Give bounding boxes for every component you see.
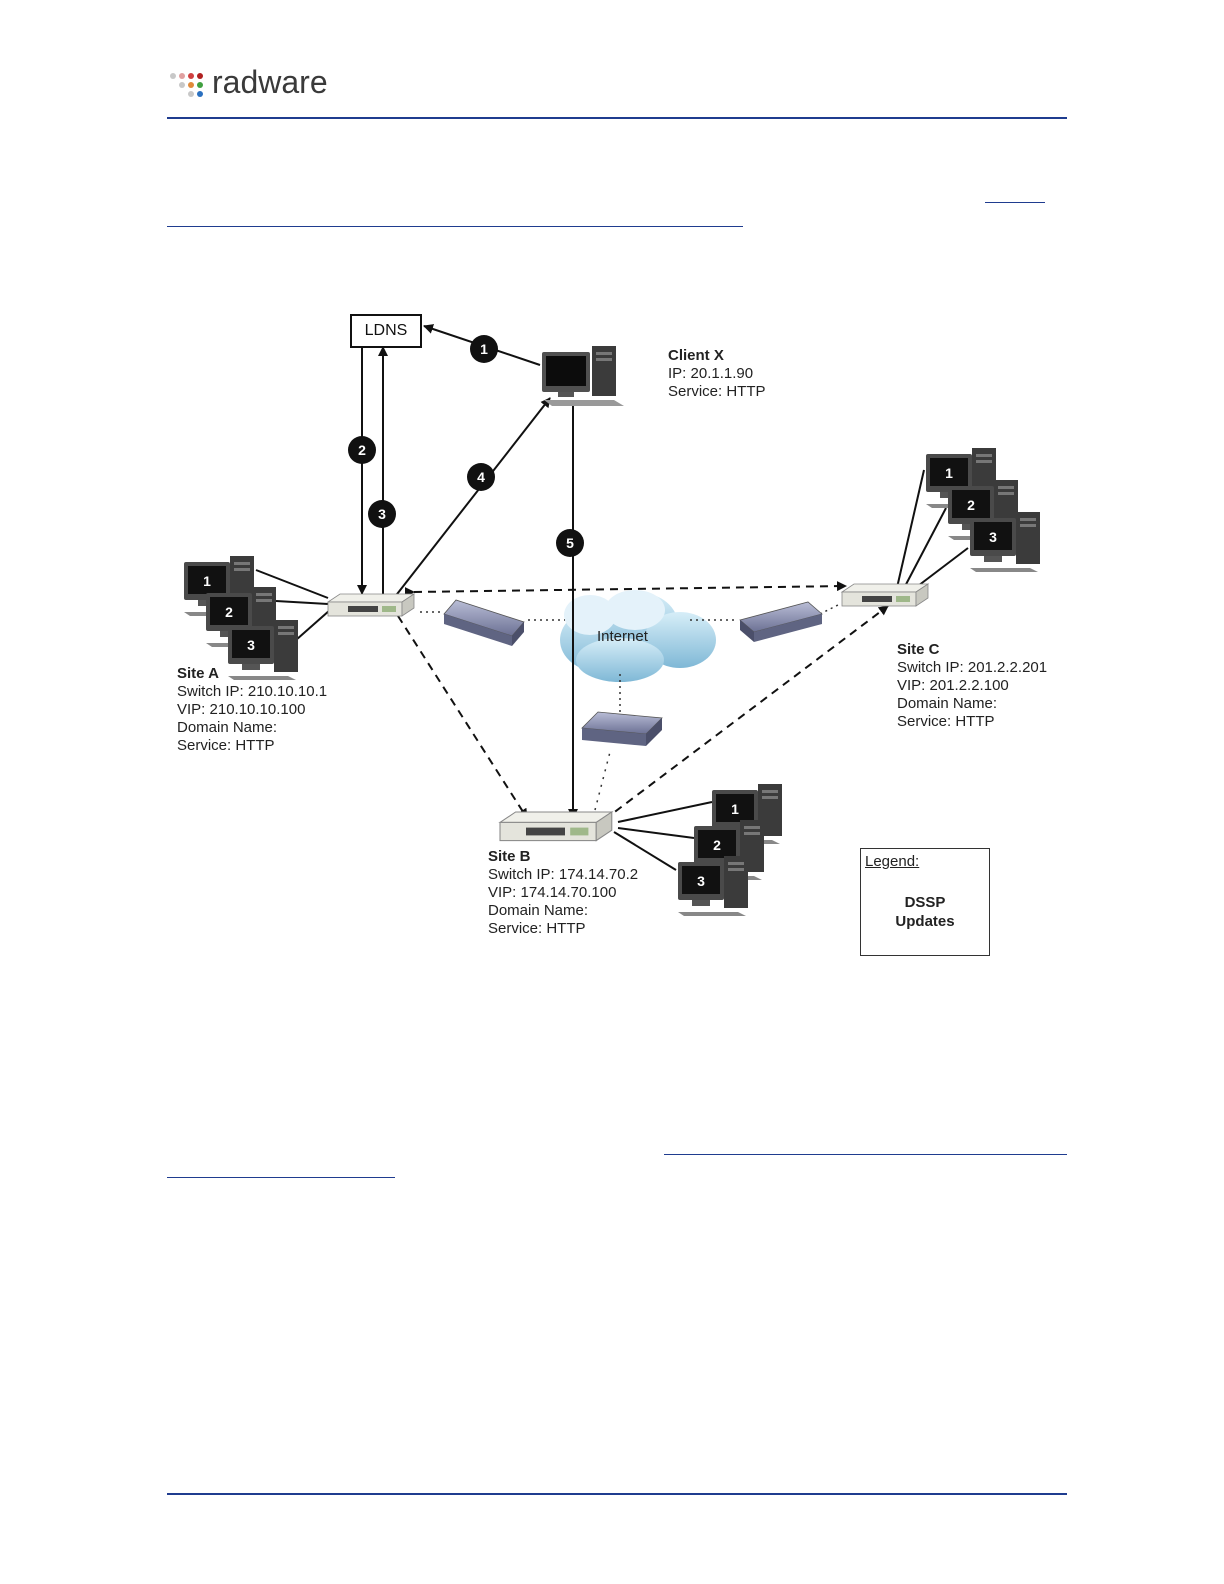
site-a-switch-ip: Switch IP: 210.10.10.1 (177, 683, 328, 700)
header-rule (167, 117, 1067, 119)
site-a-domain: Domain Name: (177, 719, 278, 736)
link-underline[interactable] (664, 1154, 1067, 1155)
site-b-label: Site B Switch IP: 174.14.70.2 VIP: 174.1… (488, 848, 638, 938)
legend-line1: DSSP (904, 894, 946, 911)
site-c-label: Site C Switch IP: 201.2.2.201 VIP: 201.2… (897, 641, 1047, 731)
switch-icon (327, 593, 415, 617)
step-4-badge: 4 (477, 469, 485, 485)
server-number: 2 (967, 497, 975, 513)
router-icon (443, 599, 525, 646)
server-icon (678, 856, 748, 916)
site-a-vip: VIP: 210.10.10.100 (177, 701, 306, 718)
link-underline[interactable] (167, 1177, 395, 1178)
link-underline[interactable] (167, 226, 743, 227)
site-c-domain: Domain Name: (897, 695, 998, 712)
footer-rule (167, 1493, 1067, 1495)
site-b-switch-ip: Switch IP: 174.14.70.2 (488, 866, 639, 883)
server-number: 3 (989, 529, 997, 545)
site-c-vip: VIP: 201.2.2.100 (897, 677, 1009, 694)
client-pc-icon (542, 346, 624, 406)
site-a-label: Site A Switch IP: 210.10.10.1 VIP: 210.1… (177, 665, 327, 755)
step-3-badge: 3 (378, 506, 386, 522)
switch-icon (499, 811, 613, 842)
client-label: Client X IP: 20.1.1.90 Service: HTTP (668, 347, 766, 401)
server-number: 3 (247, 637, 255, 653)
step-1-badge: 1 (480, 341, 488, 357)
server-number: 3 (697, 873, 705, 889)
site-b-name: Site B (488, 848, 531, 865)
link-underline[interactable] (985, 202, 1045, 203)
brand-name: radware (212, 63, 328, 100)
server-number: 2 (713, 837, 721, 853)
step-5-badge: 5 (566, 535, 574, 551)
internet-label: Internet (597, 628, 648, 645)
client-ip: IP: 20.1.1.90 (668, 365, 754, 382)
server-number: 1 (203, 573, 211, 589)
site-c-switch-ip: Switch IP: 201.2.2.201 (897, 659, 1048, 676)
site-b-service: Service: HTTP (488, 920, 586, 937)
legend-line2: Updates (895, 913, 955, 930)
client-name: Client X (668, 347, 724, 364)
ldns-box: LDNS (350, 314, 422, 348)
router-icon (739, 601, 823, 642)
server-number: 2 (225, 604, 233, 620)
site-c-service: Service: HTTP (897, 713, 995, 730)
site-c-name: Site C (897, 641, 940, 658)
legend-box: Legend: DSSP Updates (860, 848, 990, 956)
site-b-domain: Domain Name: (488, 902, 589, 919)
switch-icon (841, 583, 929, 607)
server-icon (970, 512, 1040, 572)
site-a-service: Service: HTTP (177, 737, 275, 754)
client-service: Service: HTTP (668, 383, 766, 400)
site-a-name: Site A (177, 665, 219, 682)
step-2-badge: 2 (358, 442, 366, 458)
server-number: 1 (731, 801, 739, 817)
radware-logo: radware (170, 64, 328, 100)
legend-title: Legend: (865, 853, 920, 870)
logo-dots-icon (170, 67, 208, 97)
site-b-vip: VIP: 174.14.70.100 (488, 884, 617, 901)
server-number: 1 (945, 465, 953, 481)
router-icon (581, 711, 663, 746)
